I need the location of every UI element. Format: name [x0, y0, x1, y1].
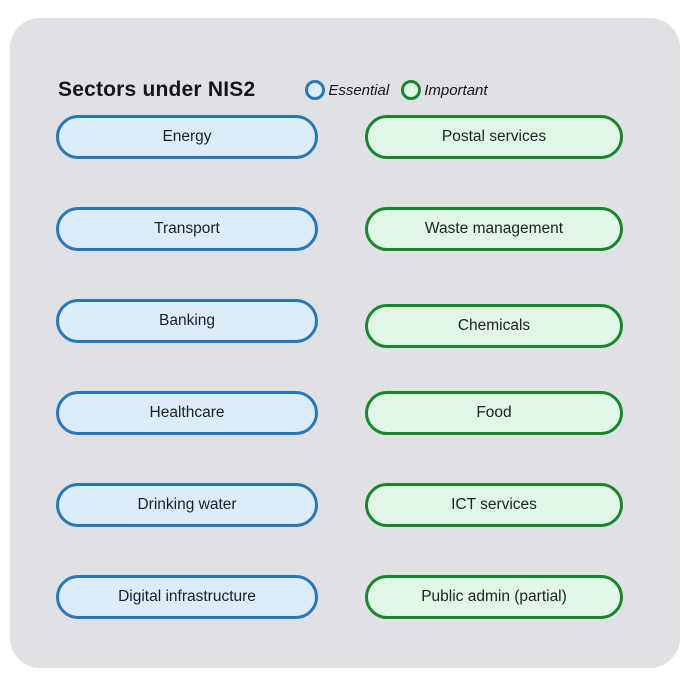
sector-pill-energy: Energy — [56, 115, 318, 159]
sector-pill-food: Food — [365, 391, 623, 435]
legend-item-essential: Essential — [305, 80, 389, 100]
sector-pill-postal-services: Postal services — [365, 115, 623, 159]
legend: Essential Important — [305, 80, 488, 100]
sector-pill-digital-infrastructure: Digital infrastructure — [56, 575, 318, 619]
sector-pill-chemicals: Chemicals — [365, 304, 623, 348]
important-circle-icon — [401, 80, 422, 100]
legend-item-important: Important — [401, 80, 488, 100]
sector-pill-public-admin-partial: Public admin (partial) — [365, 575, 623, 619]
sector-pill-transport: Transport — [56, 207, 318, 251]
essential-circle-icon — [305, 80, 326, 100]
header: Sectors under NIS2 Essential Important — [58, 76, 488, 104]
legend-label-essential: Essential — [328, 81, 390, 99]
nis2-sectors-card: Sectors under NIS2 Essential Important E… — [10, 18, 680, 668]
sector-pill-waste-management: Waste management — [365, 207, 623, 251]
sector-pill-banking: Banking — [56, 299, 318, 343]
sector-pill-healthcare: Healthcare — [56, 391, 318, 435]
page-title: Sectors under NIS2 — [58, 78, 256, 101]
sector-pill-drinking-water: Drinking water — [56, 483, 318, 527]
sector-pill-ict-services: ICT services — [365, 483, 623, 527]
legend-label-important: Important — [424, 81, 488, 99]
